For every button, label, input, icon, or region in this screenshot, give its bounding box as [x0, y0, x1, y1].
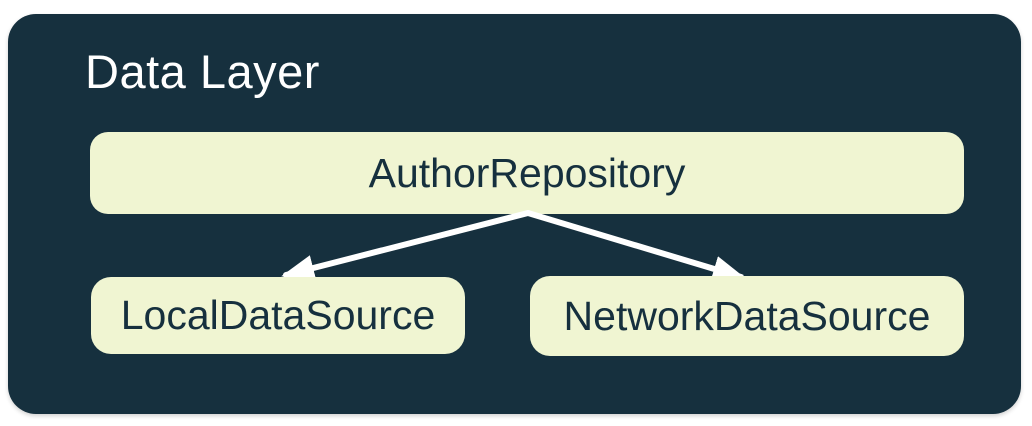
panel-title: Data Layer	[85, 45, 320, 98]
data-layer-panel: Data Layer AuthorRepository LocalDataSou…	[8, 14, 1021, 414]
node-local-data-source-label: LocalDataSource	[120, 292, 436, 338]
node-network-data-source: NetworkDataSource	[530, 276, 964, 356]
node-local-data-source: LocalDataSource	[91, 277, 465, 354]
node-author-repository: AuthorRepository	[90, 132, 964, 214]
arrow-author-to-local	[281, 210, 531, 281]
arrow-author-to-network	[525, 210, 746, 282]
node-author-repository-label: AuthorRepository	[368, 149, 686, 196]
node-network-data-source-label: NetworkDataSource	[563, 292, 931, 339]
